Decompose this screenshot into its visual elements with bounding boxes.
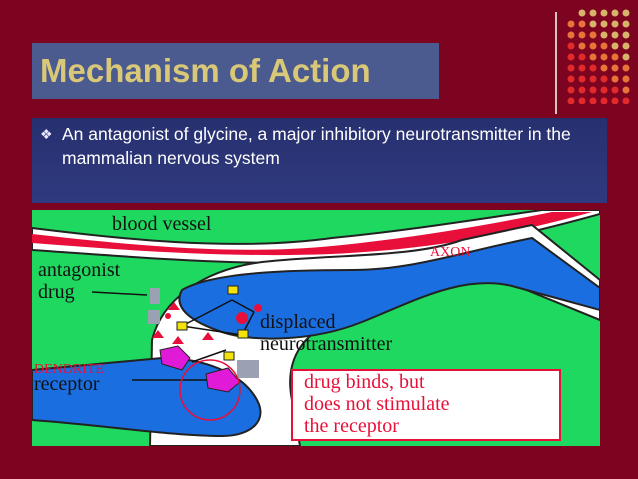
- decorative-dot-grid: [567, 9, 630, 104]
- decorative-dot: [622, 64, 630, 72]
- decorative-dot: [622, 97, 630, 104]
- decorative-dot: [611, 53, 619, 61]
- decorative-dot: [611, 31, 619, 39]
- displaced-label: displaced: [260, 311, 336, 333]
- antagonist-drug-shape: [150, 288, 160, 304]
- callout-box: [291, 369, 561, 441]
- decorative-dot: [600, 75, 608, 83]
- neurotransmitter-yellow: [237, 329, 249, 339]
- decorative-dot: [611, 75, 619, 83]
- decorative-dot: [578, 97, 586, 104]
- blood-vessel-lumen: [32, 212, 592, 256]
- neurotransmitter-red: [202, 332, 214, 340]
- decorative-dot: [589, 64, 597, 72]
- decorative-dot: [578, 42, 586, 50]
- neurotransmitter-red: [254, 304, 262, 312]
- decorative-dot: [578, 75, 586, 83]
- decorative-dot: [589, 9, 597, 17]
- decorative-dot: [589, 31, 597, 39]
- neurotransmitter-label: neurotransmitter: [260, 333, 393, 355]
- decorative-dot: [600, 9, 608, 17]
- decorative-dot: [600, 97, 608, 104]
- decorative-dot: [600, 86, 608, 94]
- slide-title: Mechanism of Action: [40, 52, 371, 89]
- decorative-dot: [578, 53, 586, 61]
- bullet-box: ❖ An antagonist of glycine, a major inhi…: [32, 118, 607, 203]
- decorative-dot: [589, 20, 597, 28]
- decorative-dot: [600, 42, 608, 50]
- decorative-dot: [567, 64, 575, 72]
- decorative-dot: [622, 31, 630, 39]
- highlight-circle: [179, 359, 241, 421]
- antagonist-drug-shape: [237, 360, 259, 378]
- diamond-bullet-icon: ❖: [40, 126, 53, 142]
- title-box: Mechanism of Action: [32, 43, 439, 99]
- neurotransmitter-yellow: [223, 351, 235, 361]
- antagonist-label: antagonist: [38, 259, 121, 281]
- decorative-dot: [622, 75, 630, 83]
- callout-line-2: does not stimulate: [304, 393, 450, 415]
- axon-label: AXON: [430, 245, 470, 260]
- decorative-dot: [589, 42, 597, 50]
- decorative-dot: [589, 53, 597, 61]
- decorative-dot: [589, 86, 597, 94]
- decorative-dot: [578, 64, 586, 72]
- decorative-dot: [567, 42, 575, 50]
- decorative-dot: [567, 53, 575, 61]
- blood-vessel-label: blood vessel: [112, 213, 212, 235]
- drug-label: drug: [38, 281, 75, 303]
- decorative-dot: [567, 75, 575, 83]
- bullet-text: An antagonist of glycine, a major inhibi…: [62, 124, 571, 168]
- decorative-dot: [611, 97, 619, 104]
- callout-line-3: the receptor: [304, 415, 399, 437]
- neurotransmitter-yellow: [176, 321, 188, 331]
- receptor-label: receptor: [34, 373, 100, 395]
- decorative-dot: [622, 20, 630, 28]
- decorative-dot: [600, 64, 608, 72]
- neurotransmitter-red: [165, 313, 171, 319]
- neurotransmitter-red: [152, 330, 164, 338]
- decorative-dot: [600, 20, 608, 28]
- decorative-dot: [611, 86, 619, 94]
- neurotransmitter-red: [236, 312, 248, 324]
- decorative-dot: [622, 9, 630, 17]
- neurotransmitter-yellow: [227, 285, 239, 295]
- receptor-shape: [205, 367, 241, 393]
- decorative-dot: [578, 31, 586, 39]
- decorative-dot: [589, 97, 597, 104]
- decorative-dot: [589, 75, 597, 83]
- decorative-dot: [578, 20, 586, 28]
- decorative-dot: [600, 31, 608, 39]
- decorative-dot: [578, 86, 586, 94]
- decorative-dot: [567, 86, 575, 94]
- decorative-dot: [622, 42, 630, 50]
- decorative-dot: [567, 20, 575, 28]
- callout-line-1: drug binds, but: [304, 371, 425, 393]
- decorative-divider-line: [555, 12, 557, 114]
- decorative-dot: [622, 86, 630, 94]
- decorative-dot: [611, 64, 619, 72]
- decorative-dot: [567, 31, 575, 39]
- decorative-dot: [578, 9, 586, 17]
- neurotransmitter-red: [168, 302, 180, 310]
- decorative-dot: [611, 20, 619, 28]
- dendrite-label: DENDRITE: [34, 362, 104, 377]
- decorative-dot: [600, 53, 608, 61]
- decorative-dot: [622, 53, 630, 61]
- receptor-shape: [159, 345, 191, 371]
- synapse-figure: blood vessel AXON antagonist drug displa…: [32, 210, 600, 446]
- antagonist-drug-shape: [148, 310, 160, 324]
- neurotransmitter-red: [172, 336, 184, 344]
- decorative-dot: [611, 42, 619, 50]
- decorative-dot: [567, 97, 575, 104]
- decorative-dot: [611, 9, 619, 17]
- dendrite-shape: [32, 356, 262, 438]
